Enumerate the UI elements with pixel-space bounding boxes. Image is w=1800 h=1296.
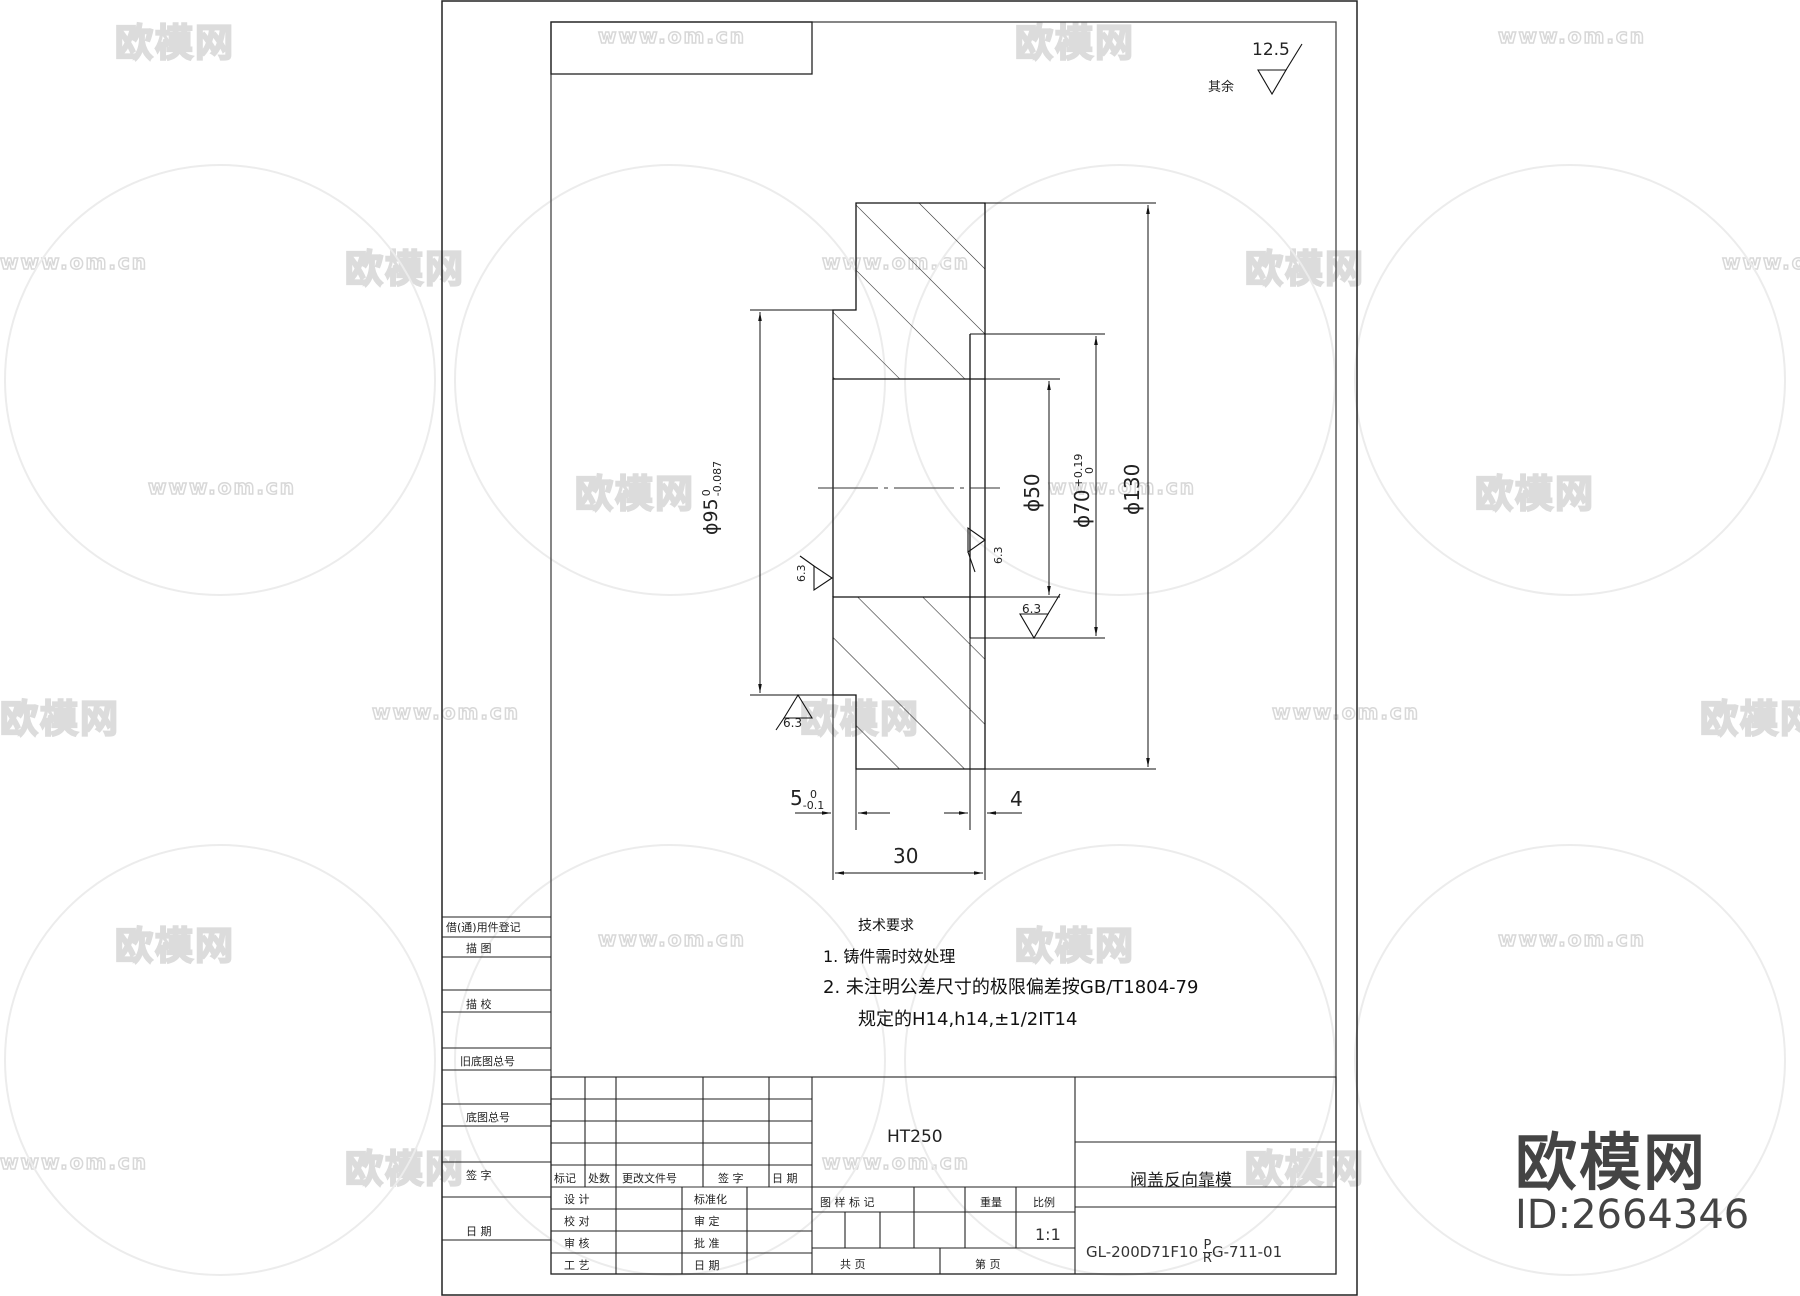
watermark-url: www.om.cn [597,23,747,49]
side-row-trace-check: 描 校 [466,998,492,1011]
watermark-logo: 欧模网 [1699,696,1800,742]
watermark-logo: 欧模网 [114,923,236,969]
brand-logo: 欧模网 [1515,1126,1708,1199]
side-row-tracing: 描 图 [466,942,492,955]
tech-requirement-2-cont: 规定的H14,h14,±1/2IT14 [858,1009,1078,1030]
watermark-url: www.om.cn [1271,699,1421,725]
weight-label: 重量 [980,1196,1002,1209]
drawing-code-box [550,21,813,75]
rev-header-mark: 标记 [554,1172,576,1185]
tech-requirements-title: 技术要求 [858,918,914,934]
page-number: 第 页 [975,1258,1001,1271]
roughness-step-face: 6.3 [1022,602,1042,616]
side-row-date: 日 期 [466,1225,492,1238]
rev-header-date: 日 期 [772,1172,798,1185]
side-row-base-no: 底图总号 [466,1111,510,1124]
tech-requirement-2: 2. 未注明公差尺寸的极限偏差按GB/T1804-79 [823,977,1199,998]
rev-header-count: 处数 [588,1172,610,1185]
watermark-logo: 欧模网 [0,696,121,742]
roughness-symbols [775,43,1303,731]
watermark-logo: 欧模网 [574,471,696,517]
watermark-logo: 欧模网 [1474,471,1596,517]
rev-header-doc-no: 更改文件号 [622,1172,677,1185]
watermark-url: www.om.cn [597,926,747,952]
watermark-logo: 欧模网 [1244,1146,1366,1192]
approval-standardize: 标准化 [694,1193,727,1206]
brand-id: ID:2664346 [1515,1192,1750,1238]
approval-date: 日 期 [694,1259,720,1272]
watermark-url: www.om.cn [0,249,149,275]
part-name: 阀盖反向靠模 [1130,1171,1232,1191]
tech-requirement-1: 1. 铸件需时效处理 [823,947,956,966]
approval-process: 工 艺 [564,1259,590,1272]
roughness-general-label: 其余 [1208,80,1235,95]
watermark-url: www.om.cn [371,699,521,725]
roughness-bottom: 6.3 [783,716,803,730]
approval-approve: 批 准 [694,1237,720,1250]
scale-value: 1:1 [1035,1225,1061,1244]
roughness-general-value: 12.5 [1252,40,1290,60]
watermark-url: www.om.cn [1721,249,1800,275]
rev-header-signature: 签 字 [718,1172,744,1185]
tech-requirements: 技术要求 1. 铸件需时效处理 2. 未注明公差尺寸的极限偏差按GB/T1804… [823,915,1198,1031]
stage-mark-label: 图 样 标 记 [820,1196,875,1209]
material: HT250 [887,1127,943,1147]
watermark-logo: 欧模网 [344,1146,466,1192]
watermark-url: www.om.cn [147,474,297,500]
watermark-url: www.om.cn [1497,926,1647,952]
watermark-logo: 欧模网 [1014,20,1136,66]
approval-design: 设 计 [564,1193,590,1206]
approval-verify: 审 定 [694,1215,720,1228]
side-row-borrow-register: 借(通)用件登记 [446,921,521,934]
watermark-url: www.om.cn [1047,474,1197,500]
total-pages: 共 页 [840,1258,866,1271]
dim-len4: 4 [1010,787,1023,811]
watermark-url: www.om.cn [0,1149,149,1175]
outer-frame [441,0,1358,1296]
watermark-logo: 欧模网 [1014,923,1136,969]
dim-len30: 30 [893,844,919,868]
scale-label: 比例 [1033,1196,1055,1209]
watermark-logo: 欧模网 [114,20,236,66]
watermark-url: www.om.cn [821,1149,971,1175]
side-row-signature: 签 字 [466,1169,492,1182]
approval-check: 校 对 [564,1215,590,1228]
approval-review: 审 核 [564,1237,590,1250]
side-row-old-base-no: 旧底图总号 [460,1055,515,1068]
watermark-url: www.om.cn [1497,23,1647,49]
